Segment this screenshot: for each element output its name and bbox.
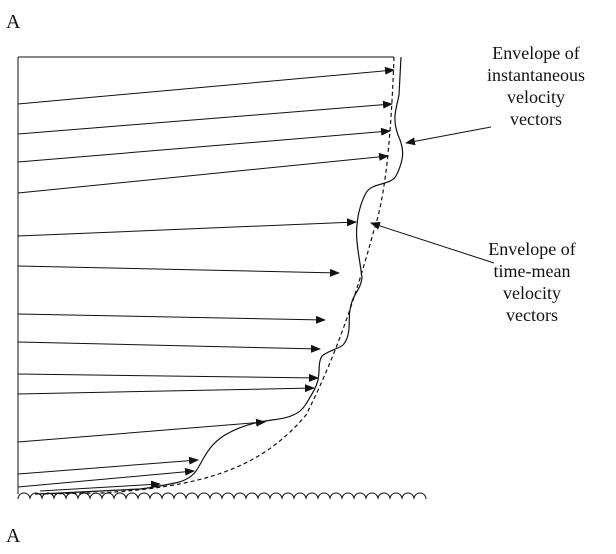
- roughness-bump: [269, 492, 283, 500]
- roughness-bump: [65, 492, 79, 500]
- roughness-bump: [221, 492, 235, 500]
- roughness-bump: [89, 492, 103, 500]
- roughness-bump: [317, 492, 331, 500]
- time-mean-envelope-label: Envelope of time-mean velocity vectors: [452, 238, 612, 326]
- roughness-bump: [125, 492, 139, 500]
- velocity-vector-arrow: [17, 313, 326, 324]
- roughness-bump: [281, 492, 295, 500]
- time-mean-envelope-curve: [39, 56, 395, 495]
- instantaneous-label-line-3: velocity: [507, 87, 565, 107]
- bed-roughness-elements: [17, 492, 427, 500]
- time-mean-label-line-4: vectors: [506, 305, 558, 325]
- velocity-vector-arrow: [17, 66, 395, 105]
- roughness-bump: [41, 492, 55, 500]
- velocity-vector-arrow: [17, 373, 319, 382]
- roughness-bump: [53, 492, 67, 500]
- velocity-vector-arrow: [39, 480, 161, 492]
- roughness-bump: [293, 492, 307, 500]
- velocity-vectors: [17, 66, 395, 492]
- time-mean-label-line-2: time-mean: [493, 261, 571, 281]
- velocity-vector-arrow: [17, 467, 195, 488]
- instantaneous-label-line-4: vectors: [510, 109, 562, 129]
- instantaneous-envelope-label: Envelope of instantaneous velocity vecto…: [456, 42, 616, 130]
- instantaneous-label-line-2: instantaneous: [487, 65, 585, 85]
- velocity-vector-arrow: [17, 100, 393, 135]
- roughness-bump: [401, 492, 415, 500]
- roughness-bump: [257, 492, 271, 500]
- roughness-bump: [305, 492, 319, 500]
- time-mean-label-line-3: velocity: [503, 283, 561, 303]
- roughness-bump: [77, 492, 91, 500]
- roughness-bump: [353, 492, 367, 500]
- roughness-bump: [413, 492, 427, 500]
- section-label-top: A: [6, 11, 21, 33]
- velocity-vector-arrow: [17, 418, 266, 443]
- roughness-bump: [113, 492, 127, 500]
- roughness-bump: [29, 492, 43, 500]
- roughness-bump: [101, 492, 115, 500]
- roughness-bump: [209, 492, 223, 500]
- roughness-bump: [377, 492, 391, 500]
- roughness-bump: [245, 492, 259, 500]
- velocity-vector-arrow: [17, 152, 389, 194]
- velocity-vector-arrow: [17, 218, 357, 237]
- roughness-bump: [185, 492, 199, 500]
- velocity-vector-arrow: [17, 341, 321, 353]
- roughness-bump: [389, 492, 403, 500]
- velocity-vector-arrow: [17, 127, 391, 163]
- velocity-vector-arrow: [17, 456, 199, 475]
- velocity-vector-arrow: [17, 384, 315, 395]
- velocity-vector-arrow: [17, 265, 340, 277]
- roughness-bump: [365, 492, 379, 500]
- section-label-bottom: A: [6, 525, 21, 547]
- time-mean-label-line-1: Envelope of: [488, 239, 576, 259]
- instantaneous-annotation-arrow: [405, 126, 492, 146]
- roughness-bump: [341, 492, 355, 500]
- roughness-bump: [233, 492, 247, 500]
- roughness-bump: [329, 492, 343, 500]
- roughness-bump: [173, 492, 187, 500]
- time-mean-annotation-arrow: [370, 221, 495, 264]
- roughness-bump: [161, 492, 175, 500]
- roughness-bump: [197, 492, 211, 500]
- instantaneous-label-line-1: Envelope of: [492, 43, 580, 63]
- instantaneous-envelope-curve: [34, 56, 404, 495]
- roughness-bump: [149, 492, 163, 500]
- roughness-bump: [17, 492, 31, 500]
- roughness-bump: [137, 492, 151, 500]
